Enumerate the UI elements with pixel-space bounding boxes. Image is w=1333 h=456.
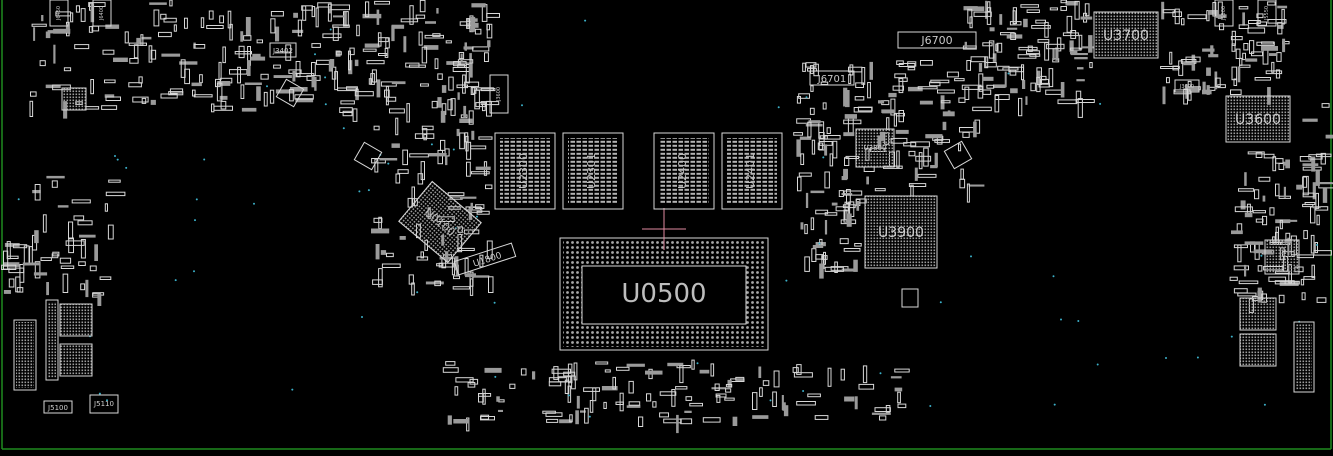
connector-label: J5550 <box>1264 6 1270 21</box>
connector-j6700[interactable]: J6700 <box>897 31 977 49</box>
via-field <box>17 19 1318 418</box>
chip-label: U3700 <box>1103 28 1149 44</box>
chip-u3900[interactable]: U3900 <box>864 195 938 269</box>
connector-label: J6450 <box>56 6 62 21</box>
connector-j5500[interactable]: J5500 <box>1214 0 1234 27</box>
connector-label: J5110 <box>93 400 114 408</box>
connector-label: J5500 <box>1221 6 1227 21</box>
memory-u2400[interactable]: U2400 <box>653 132 715 210</box>
chip-right-lower[interactable] <box>1239 333 1277 367</box>
chip-u1800[interactable]: U1800 <box>453 242 517 276</box>
connector-label: J3600 <box>496 87 502 102</box>
small-component-field <box>1 0 1333 434</box>
chip-u3700[interactable]: U3700 <box>1093 11 1159 59</box>
chip-right-upper[interactable] <box>1239 297 1277 331</box>
connector-label: J6701 <box>817 74 846 85</box>
connector-j5550[interactable]: J5550 <box>1257 0 1277 27</box>
chip-u3800[interactable]: U3800 <box>855 128 895 168</box>
connector-j3600-right[interactable]: J3600 <box>1174 79 1200 93</box>
chip-left-upper[interactable] <box>59 303 93 337</box>
memory-label: U2300 <box>517 153 530 189</box>
cursor-crosshair <box>642 208 686 250</box>
connector-j3600[interactable]: J3600 <box>489 74 509 114</box>
memory-label: U2400 <box>676 153 689 189</box>
rotated-part <box>275 78 973 308</box>
cpu-label: U0500 <box>621 279 706 309</box>
memory-u2301[interactable]: U2301 <box>562 132 624 210</box>
connector-j3402[interactable]: J3402 <box>269 42 297 58</box>
connector-label: J6700 <box>920 34 952 47</box>
connector-j5110[interactable]: J5110 <box>89 394 119 414</box>
connector-label: J5100 <box>47 404 68 412</box>
memory-label: U2401 <box>744 153 757 189</box>
cpu-u0500[interactable]: U0500 <box>559 237 769 351</box>
chip-label: U3900 <box>878 225 924 241</box>
connector-left-stack[interactable] <box>13 299 59 391</box>
chip-right-mid[interactable] <box>1264 239 1300 275</box>
chip-u0100[interactable]: U0100 <box>398 180 482 264</box>
chip-u3600[interactable]: U3600 <box>1225 95 1291 143</box>
connector-right-stack[interactable] <box>1293 321 1315 393</box>
connector-label: J3402 <box>272 47 293 55</box>
connector-j5100[interactable]: J5100 <box>43 400 73 414</box>
connector-j6701[interactable]: J6701 <box>809 70 855 86</box>
chip-left-small[interactable] <box>61 87 87 111</box>
connector-j6450[interactable]: J6450 <box>49 0 69 27</box>
chip-left-lower[interactable] <box>59 343 93 377</box>
memory-u2401[interactable]: U2401 <box>721 132 783 210</box>
memory-u2300[interactable]: U2300 <box>494 132 556 210</box>
chip-label: U3800 <box>864 144 887 152</box>
chip-label: U3600 <box>1235 112 1281 128</box>
connector-j6400[interactable]: J6400 <box>92 0 112 27</box>
memory-label: U2301 <box>585 153 598 189</box>
connector-label: J3600 <box>1179 84 1194 90</box>
connector-label: J6400 <box>99 6 105 21</box>
